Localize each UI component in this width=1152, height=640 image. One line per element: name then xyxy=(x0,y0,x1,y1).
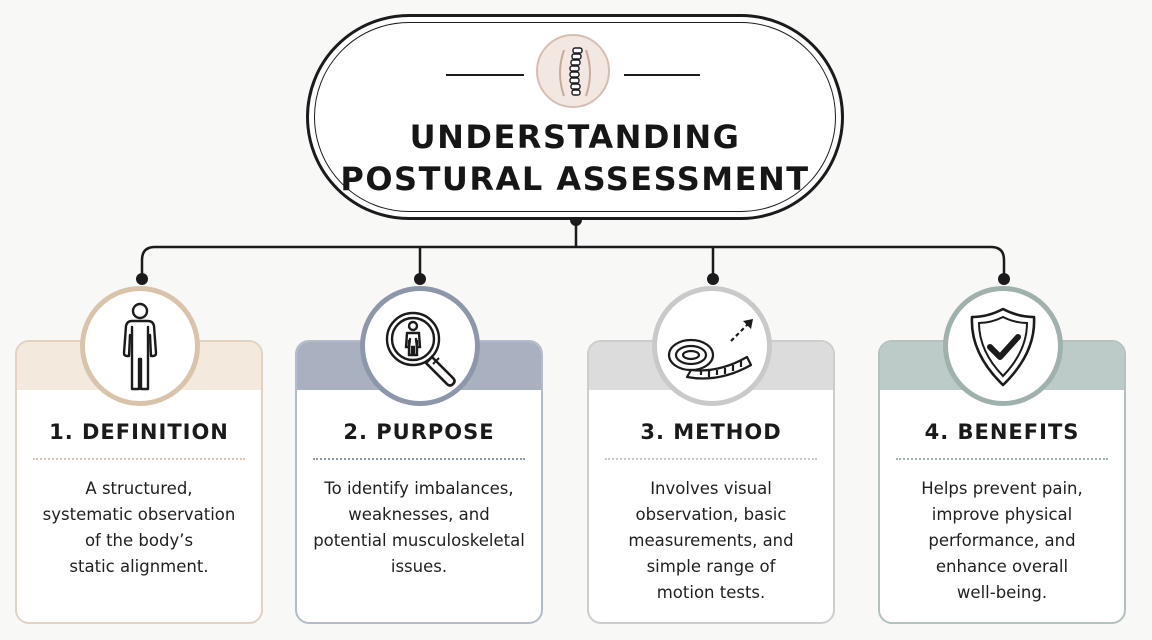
card-title: 1. DEFINITION xyxy=(49,420,229,444)
card-title: 2. PURPOSE xyxy=(343,420,495,444)
card-body-line: performance, and xyxy=(928,531,1076,550)
card-body-line: well-being. xyxy=(956,583,1048,602)
card-title: 4. BENEFITS xyxy=(924,420,1080,444)
card-body-line: potential musculoskeletal xyxy=(313,531,525,550)
title-rule-right xyxy=(624,74,700,76)
card-body: Involves visual observation, basic measu… xyxy=(603,476,819,606)
card-body-line: of the body’s xyxy=(84,531,194,550)
connector-node-4 xyxy=(998,273,1010,285)
card-body: To identify imbalances, weaknesses, and … xyxy=(311,476,527,580)
card-body-line: static alignment. xyxy=(69,557,209,576)
card-divider xyxy=(33,458,245,460)
card-body-line: To identify imbalances, xyxy=(324,479,514,498)
magnifier-person-icon xyxy=(360,286,480,406)
card-body-line: improve physical xyxy=(931,505,1073,524)
card-body-line: simple range of xyxy=(646,557,776,576)
title-rule-left xyxy=(446,74,524,76)
card-body-line: systematic observation xyxy=(42,505,236,524)
card-body: Helps prevent pain, improve physical per… xyxy=(894,476,1110,606)
card-body-line: motion tests. xyxy=(656,583,766,602)
connector-node-3 xyxy=(707,273,719,285)
title-banner-inner-border xyxy=(314,22,836,212)
page-title: UNDERSTANDING POSTURAL ASSESSMENT xyxy=(330,116,820,200)
card-body-line: observation, basic xyxy=(635,505,787,524)
card-body-line: A structured, xyxy=(85,479,193,498)
card-body-line: measurements, and xyxy=(628,531,794,550)
card-definition: 1. DEFINITION A structured, systematic o… xyxy=(15,340,263,624)
connector-bus xyxy=(140,245,1006,278)
connector-node-1 xyxy=(136,273,148,285)
tape-measure-icon xyxy=(652,286,772,406)
shield-check-icon xyxy=(943,286,1063,406)
card-body-line: enhance overall xyxy=(935,557,1069,576)
card-body-line: Helps prevent pain, xyxy=(921,479,1083,498)
card-title: 3. METHOD xyxy=(640,420,782,444)
title-line-1: UNDERSTANDING xyxy=(409,118,741,156)
card-divider xyxy=(896,458,1108,460)
card-body-line: Involves visual xyxy=(650,479,772,498)
human-figure-icon xyxy=(80,286,200,406)
card-benefits: 4. BENEFITS Helps prevent pain, improve … xyxy=(878,340,1126,624)
title-line-2: POSTURAL ASSESSMENT xyxy=(340,160,810,198)
spine-icon xyxy=(536,34,610,108)
card-divider xyxy=(313,458,525,460)
card-body-line: issues. xyxy=(390,557,448,576)
connector-node-2 xyxy=(414,273,426,285)
card-body-line: weaknesses, and xyxy=(348,505,490,524)
card-body: A structured, systematic observation of … xyxy=(31,476,247,580)
card-divider xyxy=(605,458,817,460)
